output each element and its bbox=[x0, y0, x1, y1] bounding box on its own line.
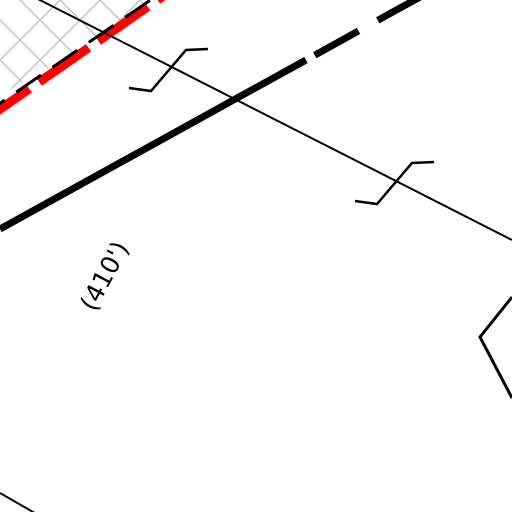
road-edge-black-dash bbox=[0, 0, 154, 106]
boundary-line-solid bbox=[0, 56, 308, 233]
lot-line-thin bbox=[37, 0, 512, 241]
dimension-tick-upper bbox=[128, 47, 209, 93]
lot-line-lower bbox=[0, 492, 36, 512]
dimension-label: (410') bbox=[74, 236, 134, 315]
dimension-tick-lower bbox=[354, 160, 435, 206]
building-outline bbox=[478, 296, 512, 399]
boundary-line-dashed bbox=[304, 0, 422, 64]
road-edge-red bbox=[0, 0, 166, 115]
